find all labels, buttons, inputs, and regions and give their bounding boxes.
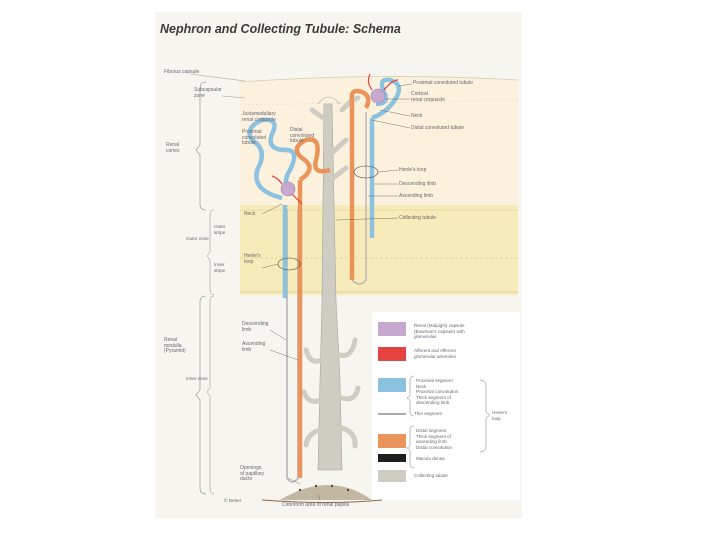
- label-descending-limb-right: Descending limb: [399, 181, 436, 187]
- legend-text-arterioles: Afferent and efferent glomerular arterio…: [414, 348, 456, 359]
- right-distal-convolution: [349, 88, 371, 110]
- swatch-collecting: [378, 470, 406, 482]
- legend-text-thin: Thin segment: [414, 411, 442, 416]
- left-renal-corpuscle: [280, 181, 296, 197]
- label-outer-stripe: Outer stripe: [214, 224, 226, 235]
- label-copyright: © Netter: [224, 498, 242, 503]
- swatch-macula: [378, 454, 406, 462]
- collecting-duct: [317, 103, 343, 471]
- right-renal-corpuscle: [370, 88, 386, 104]
- fibrous-capsule-leader: [189, 73, 246, 82]
- swatch-capsule: [378, 322, 406, 336]
- label-henles-loop-left: Henle's loop: [244, 253, 261, 265]
- left-proximal-convolution: [247, 117, 297, 201]
- left-thin-loop: [286, 210, 299, 483]
- legend-text-capsule: Renal (Malpighi) capsule (Bowman's capsu…: [414, 323, 465, 340]
- label-proximal-left: Proximal convoluted tubule: [242, 129, 267, 147]
- cribriform-edge: [261, 499, 383, 503]
- label-neck-right: Neck: [411, 113, 423, 119]
- papilla-tip: [280, 485, 372, 500]
- medulla-brace: [195, 295, 207, 495]
- diagram-title: Nephron and Collecting Tubule: Schema: [160, 22, 401, 36]
- cortex-band: [240, 76, 518, 210]
- label-renal-medulla: Renal medulla (Pyramid): [164, 337, 186, 355]
- label-subcapsular-zone: Subcapsular zone: [194, 87, 222, 99]
- label-cortical-corpuscle: Cortical renal corpuscle: [411, 91, 445, 103]
- left-arterioles: [271, 175, 303, 205]
- outer-zone-brace: [206, 209, 215, 296]
- left-distal-convolution: [294, 137, 331, 182]
- label-outer-zone: Outer zone: [186, 236, 209, 241]
- swatch-arterioles: [378, 347, 406, 361]
- label-ascending-limb-right: Ascending limb: [399, 193, 433, 199]
- label-inner-stripe: Inner stripe: [214, 262, 226, 273]
- papillary-duct-branches: [301, 95, 361, 449]
- legend-henle-brace: [479, 379, 491, 453]
- swatch-distal: [378, 434, 406, 448]
- label-renal-cortex: Renal cortex: [166, 142, 180, 154]
- right-thin-loop: [351, 112, 367, 285]
- label-fibrous-capsule: Fibrous capsule: [164, 69, 200, 75]
- right-proximal-convolution: [371, 77, 402, 121]
- label-henles-loop-right: Henle's loop: [399, 167, 427, 173]
- legend-text-collecting: Collecting tubule: [414, 473, 448, 478]
- inner-zone-brace: [206, 295, 215, 495]
- label-ascending-limb-left: Ascending limb: [242, 341, 266, 353]
- legend-swatches: [378, 322, 491, 482]
- legend-text-macula: Macula densa: [416, 456, 445, 461]
- label-distal-left: Distal convoluted tubule: [290, 127, 315, 145]
- label-descending-limb-left: Descending limb: [242, 321, 269, 333]
- cortex-brace: [195, 81, 207, 211]
- label-collecting-tubule: Collecting tubule: [399, 215, 436, 221]
- subcapsular-leader: [221, 95, 246, 99]
- right-arterioles: [367, 73, 399, 91]
- leader-lines: [261, 83, 413, 501]
- label-juxtamedullary-corpuscle: Juxtamedullary renal corpuscle: [242, 111, 276, 123]
- label-neck-left: Neck: [244, 211, 256, 217]
- fibrous-capsule-line: [239, 76, 519, 83]
- legend-text-distal: Distal segment Thick segment of ascendin…: [416, 428, 453, 450]
- label-proximal-right: Proximal convoluted tubule: [413, 80, 474, 86]
- label-inner-zone: Inner zone: [186, 376, 208, 381]
- label-openings: Openings of papillary ducts: [240, 465, 265, 483]
- legend-henles-loop: Henle's loop: [492, 410, 508, 421]
- swatch-proximal: [378, 378, 406, 392]
- legend-text-proximal: Proximal segment Neck Proximal convoluti…: [416, 378, 459, 406]
- label-cribriform: Cribriform area of renal papilla: [282, 502, 350, 508]
- label-distal-right: Distal convoluted tubule: [411, 125, 465, 131]
- legend-panel: [372, 312, 520, 500]
